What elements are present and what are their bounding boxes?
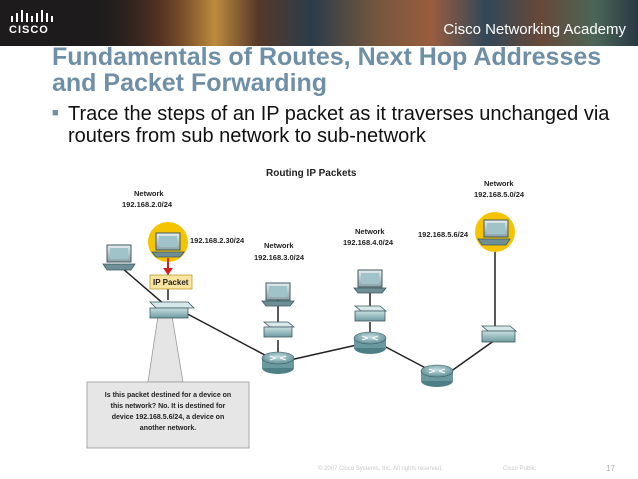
router-2-icon[interactable] bbox=[353, 331, 387, 354]
pc-destination-icon[interactable] bbox=[477, 219, 511, 246]
slide-title: Fundamentals of Routes, Next Hop Address… bbox=[52, 44, 622, 96]
bullet-text: Trace the steps of an IP packet as it tr… bbox=[68, 103, 610, 147]
network5-address: 192.168.5.0/24 bbox=[474, 190, 525, 199]
bullet-square-icon: ■ bbox=[52, 107, 59, 119]
switch-network3-icon[interactable] bbox=[262, 321, 296, 338]
pc-network4-icon[interactable] bbox=[353, 269, 387, 294]
footer-classification: Cisco Public bbox=[503, 466, 537, 472]
router-1-icon[interactable] bbox=[261, 351, 295, 374]
network3-label: Network bbox=[264, 241, 294, 250]
callout-box bbox=[86, 381, 250, 449]
router-3-icon[interactable] bbox=[420, 364, 454, 387]
pc-source-icon[interactable] bbox=[151, 232, 185, 258]
callout-line-1: Is this packet destined for a device on bbox=[105, 392, 231, 399]
callout-line-3: device 192.168.5.6/24, a device on bbox=[112, 414, 224, 421]
pc-network3-icon[interactable] bbox=[261, 282, 295, 307]
brand-wordmark: CISCO bbox=[9, 24, 49, 36]
header-banner: CISCO Cisco Networking Academy bbox=[0, 0, 638, 46]
pc-left-icon[interactable] bbox=[102, 244, 136, 271]
slide-title-line-2: and Packet Forwarding bbox=[52, 69, 328, 97]
network3-address: 192.168.3.0/24 bbox=[254, 253, 305, 262]
cisco-bridge-icon bbox=[11, 10, 53, 22]
network5-label: Network bbox=[484, 179, 514, 188]
network4-address: 192.168.4.0/24 bbox=[343, 238, 394, 247]
slide-title-line-1: Fundamentals of Routes, Next Hop Address… bbox=[52, 43, 602, 71]
ip-packet bbox=[149, 274, 193, 290]
ip-packet-label: IP Packet bbox=[153, 278, 189, 287]
footer-copyright: © 2007 Cisco Systems, Inc. All rights re… bbox=[318, 466, 443, 472]
diagram-title: Routing IP Packets bbox=[266, 168, 357, 179]
callout-line-4: another network. bbox=[140, 425, 196, 432]
destination-ip-label: 192.168.5.6/24 bbox=[418, 230, 469, 239]
academy-title: Cisco Networking Academy bbox=[443, 21, 626, 38]
switch-network2-icon[interactable] bbox=[149, 301, 195, 319]
network4-label: Network bbox=[355, 227, 385, 236]
packet-arrow-head-icon bbox=[163, 268, 173, 275]
network2-address: 192.168.2.0/24 bbox=[122, 200, 173, 209]
network2-label: Network bbox=[134, 189, 164, 198]
switch-network4-icon[interactable] bbox=[353, 305, 388, 322]
bullet-list: ■ Trace the steps of an IP packet as it … bbox=[52, 103, 622, 147]
callout-line-2: this network? No. It is destined for bbox=[111, 403, 226, 410]
source-ip-label: 192.168.2.30/24 bbox=[190, 236, 245, 245]
page-number: 17 bbox=[606, 464, 615, 473]
switch-network5-icon[interactable] bbox=[480, 325, 518, 343]
callout-pointer bbox=[147, 315, 184, 383]
